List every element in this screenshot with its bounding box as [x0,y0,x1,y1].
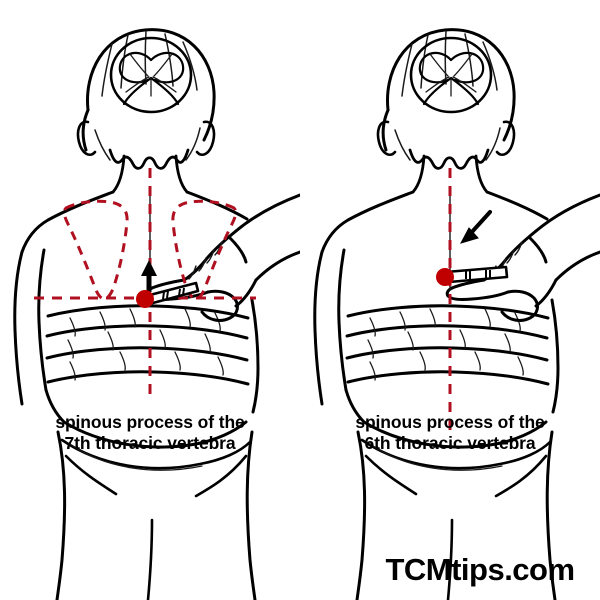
caption-right: spinous process of the 6th thoracic vert… [300,412,600,454]
hair-bun-knot-left [118,51,185,106]
pointing-hand-icon [145,193,300,322]
acupuncture-needle-icon [444,265,509,284]
neck-right [411,154,489,194]
panel-left: spinous process of the 7th thoracic vert… [0,28,300,600]
figure-right [313,28,600,600]
wrapped-top-folds-left [67,308,224,381]
torso-outline-right [313,190,560,424]
ears-right [376,120,516,156]
hair-bun-icon [109,36,193,114]
scapula-outline-left [62,199,129,301]
pants-seam-right [369,443,503,471]
wrapped-top-folds-right [367,308,524,381]
pants-right [360,438,552,600]
torso-outline-left [13,190,260,424]
pants-seam-left [69,443,203,471]
arrow-down-left-icon [459,210,492,244]
caption-left-line-1: spinous process of the [55,412,245,432]
hips-left [55,420,257,600]
pointing-hand-icon [445,193,600,322]
scapula-outline-right [171,199,238,301]
pants-left [60,438,252,600]
hair-strands-left [94,30,201,161]
head-left [81,28,216,152]
watermark: TCMtips.com [385,552,575,587]
hair-bun-icon [409,36,493,114]
hair-bun-knot-right [418,51,485,106]
head-right [381,28,516,152]
hair-bun-strands-right [425,53,477,97]
wrapped-top-left [45,304,250,386]
caption-right-line-2: 6th thoracic vertebra [364,433,536,453]
caption-right-line-1: spinous process of the [355,412,545,432]
hips-right [355,420,557,600]
arrow-up-icon [141,260,157,292]
caption-left-line-2: 7th thoracic vertebra [64,433,236,453]
panel-right: spinous process of the 6th thoracic vert… [300,0,600,600]
wrapped-top-right [345,304,550,386]
acupoint-marker-icon [136,290,154,308]
acupoint-marker-icon [436,268,454,286]
neck-left [111,154,189,194]
caption-left: spinous process of the 7th thoracic vert… [0,412,300,454]
ears-left [76,120,216,156]
hair-bun-strands-left [125,53,177,97]
figure-left [13,28,300,600]
